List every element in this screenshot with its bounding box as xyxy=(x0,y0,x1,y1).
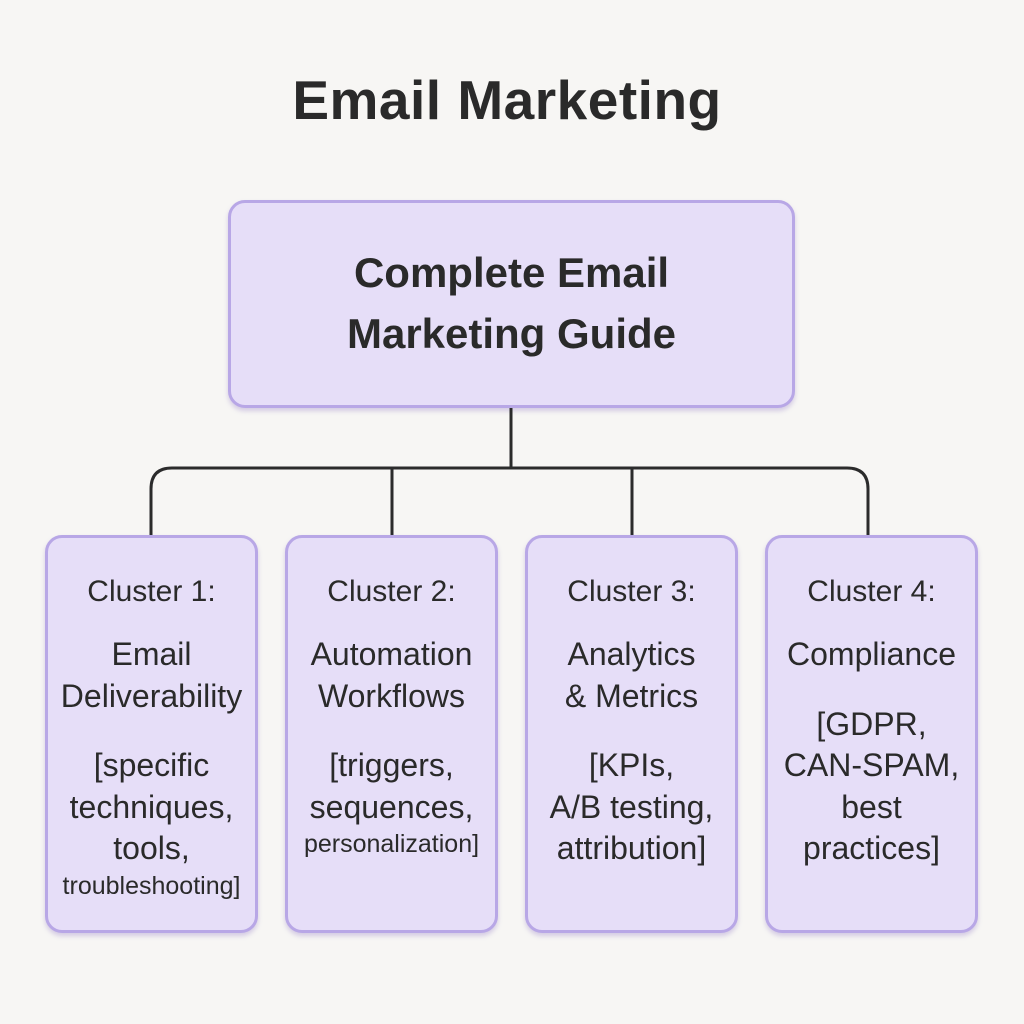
cluster-node-compliance: Cluster 4: Compliance [GDPR, CAN-SPAM, b… xyxy=(765,535,978,933)
cluster-details-small: troubleshooting] xyxy=(62,871,241,900)
page-title: Email Marketing xyxy=(292,69,722,131)
cluster-details: [triggers, sequences, xyxy=(309,747,474,825)
cluster-details: [KPIs, A/B testing, attribution] xyxy=(549,747,714,867)
cluster-node-automation-workflows: Cluster 2: Automation Workflows [trigger… xyxy=(285,535,498,933)
cluster-details: [GDPR, CAN-SPAM, best practices] xyxy=(783,705,960,867)
cluster-node-analytics-metrics: Cluster 3: Analytics & Metrics [KPIs, A/… xyxy=(525,535,738,933)
cluster-details-small: personalization] xyxy=(303,830,480,859)
cluster-details: [specific techniques, tools, xyxy=(69,747,234,867)
root-node-label: Complete Email Marketing Guide xyxy=(346,249,677,357)
cluster-topic: Automation Workflows xyxy=(310,636,473,714)
cluster-label: Cluster 4: xyxy=(807,575,936,608)
cluster-label: Cluster 2: xyxy=(327,575,456,608)
cluster-node-email-deliverability: Cluster 1: Email Deliverability [specifi… xyxy=(45,535,258,933)
cluster-label: Cluster 1: xyxy=(87,575,216,608)
root-node-complete-email-marketing-guide: Complete Email Marketing Guide xyxy=(228,200,795,408)
connector-bus xyxy=(149,466,870,535)
cluster-topic: Analytics & Metrics xyxy=(564,636,699,714)
cluster-topic: Email Deliverability xyxy=(60,636,243,714)
cluster-label: Cluster 3: xyxy=(567,575,696,608)
cluster-topic: Compliance xyxy=(787,636,956,672)
